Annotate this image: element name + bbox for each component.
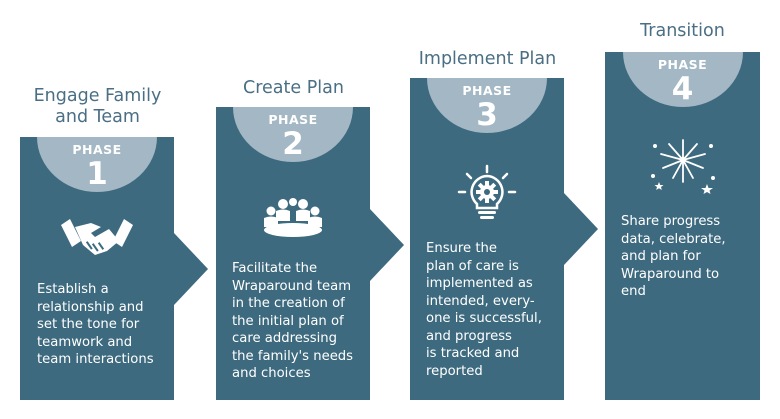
phase-1-label: PHASE <box>72 142 122 157</box>
phase-3-number: 3 <box>476 97 498 133</box>
phase-4-label: PHASE <box>657 57 708 72</box>
fireworks-icon <box>650 139 715 194</box>
phase-2-label: PHASE <box>268 112 318 127</box>
phase-3-title: Implement Plan <box>418 49 557 69</box>
handshake-icon <box>61 219 133 255</box>
phase-3-description: Ensure the plan of care is implemented a… <box>426 241 542 379</box>
phase-2-title: Create Plan <box>243 78 344 98</box>
phase-4-number: 4 <box>671 71 694 107</box>
phase-2-arrow <box>370 208 404 281</box>
phase-2-description: Facilitate the Wraparound team in the cr… <box>232 261 354 381</box>
phase-3-panel: PHASE 3 Ensure the plan of care is imple… <box>410 78 598 400</box>
phase-3-arrow <box>564 193 598 266</box>
phase-1-description: Establish a relationship and set the ton… <box>37 282 154 367</box>
phase-1-arrow <box>174 232 208 305</box>
phase-1-title: Engage Family and Team <box>33 86 162 127</box>
phase-4-title: Transition <box>640 21 725 41</box>
phase-3-label: PHASE <box>462 83 512 98</box>
team-meeting-icon <box>264 198 322 237</box>
phase-1-panel: PHASE 1 Establish a relationship and set… <box>20 137 208 400</box>
gear-lightbulb-icon <box>457 164 517 219</box>
phase-4-description: Share progress data, celebrate, and plan… <box>621 214 726 299</box>
phase-2-number: 2 <box>282 126 304 162</box>
phase-1-number: 1 <box>86 156 108 192</box>
phase-4-panel: PHASE 4 Share progress data, celebrate, … <box>605 52 760 400</box>
phase-2-panel: PHASE 2 Facilitate the Wraparound team i… <box>216 107 404 400</box>
